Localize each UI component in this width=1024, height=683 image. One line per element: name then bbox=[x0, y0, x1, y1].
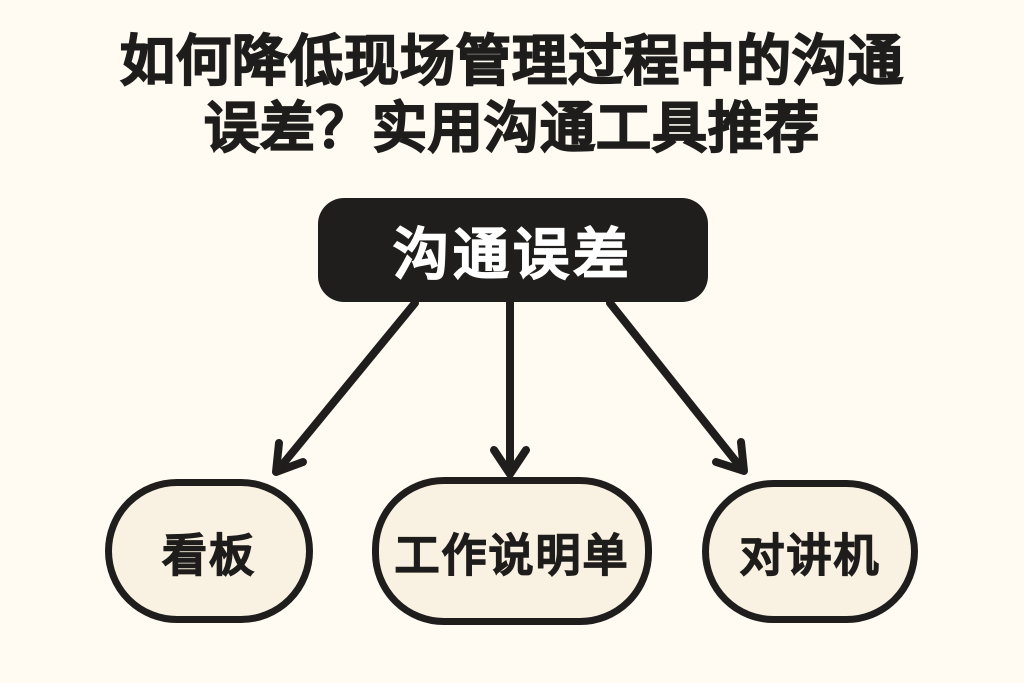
node-kanban: 看板 bbox=[105, 479, 313, 623]
node-work-instruction-sheet: 工作说明单 bbox=[372, 477, 652, 625]
arrow-to-kanban-icon bbox=[272, 299, 419, 476]
page-title-line1: 如何降低现场管理过程中的沟通 bbox=[119, 29, 904, 93]
root-node-communication-error: 沟通误差 bbox=[318, 198, 708, 302]
arrow-to-worksheet-icon bbox=[490, 299, 530, 478]
node-walkie-talkie-label: 对讲机 bbox=[739, 530, 881, 582]
page-title-line2: 误差？实用沟通工具推荐 bbox=[203, 96, 820, 160]
arrow-to-walkie-talkie-icon bbox=[606, 299, 748, 475]
node-kanban-label: 看板 bbox=[161, 529, 256, 581]
node-walkie-talkie: 对讲机 bbox=[702, 480, 918, 623]
node-work-instruction-sheet-label: 工作说明单 bbox=[394, 529, 630, 581]
root-node-label: 沟通误差 bbox=[393, 222, 633, 286]
page-title: 如何降低现场管理过程中的沟通 误差？实用沟通工具推荐 bbox=[0, 28, 1024, 162]
